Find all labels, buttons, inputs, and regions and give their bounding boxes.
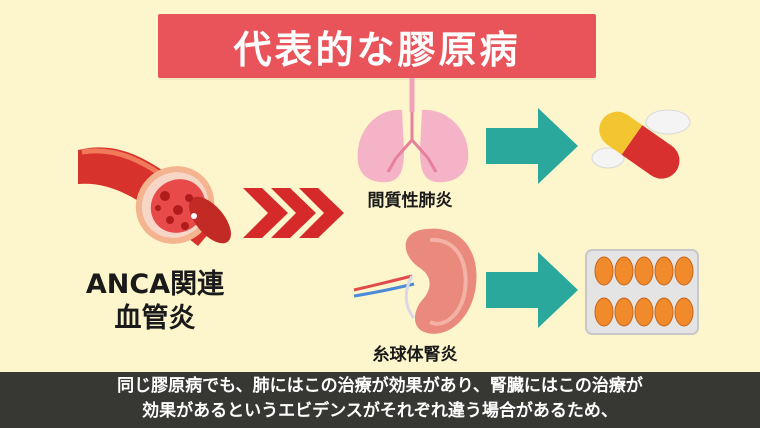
- title-banner: 代表的な膠原病: [158, 14, 596, 78]
- anca-label-line1: ANCA関連: [85, 269, 225, 300]
- anca-label-line2: 血管炎: [114, 303, 196, 334]
- glomerulonephritis-label: 糸球体腎炎: [372, 345, 458, 365]
- blister-pack-icon: [585, 249, 699, 335]
- caption-line1: 同じ膠原病でも、肺にはこの治療が効果があり、腎臓にはこの治療が: [117, 376, 643, 396]
- capsule-pill-icon: [591, 109, 691, 179]
- chevron-arrows-icon: [243, 188, 344, 238]
- teal-arrow-icon: [486, 108, 578, 328]
- anca-vasculitis-label: ANCA関連 血管炎: [70, 268, 240, 336]
- kidney-icon: [353, 228, 477, 334]
- blood-vessel-icon: [78, 147, 231, 246]
- caption-line2: 効果があるというエビデンスがそれぞれ違う場合があるため、: [142, 401, 618, 421]
- lungs-icon: [357, 109, 469, 183]
- interstitial-pneumonia-label: 間質性肺炎: [367, 191, 453, 211]
- slide-title: 代表的な膠原病: [233, 27, 521, 72]
- subtitle-caption: 同じ膠原病でも、肺にはこの治療が効果があり、腎臓にはこの治療が 効果があるという…: [0, 372, 760, 428]
